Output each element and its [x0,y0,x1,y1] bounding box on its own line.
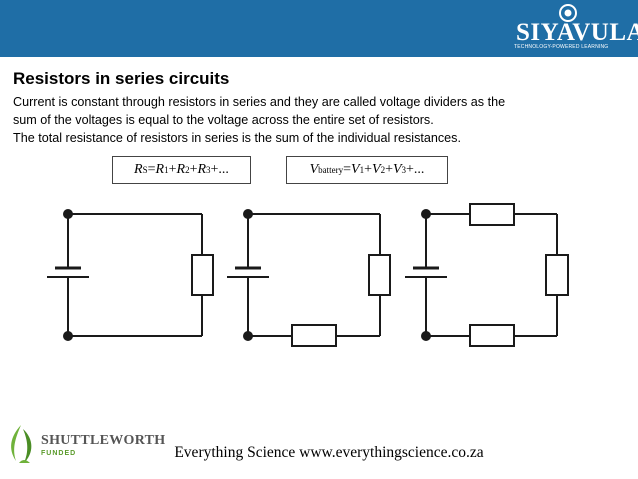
formula-operator: + [385,162,393,177]
formula-symbol: V [392,162,402,177]
resistor-icon [291,324,337,347]
formula-operator: +... [406,162,425,177]
formula-symbol: V [372,162,381,177]
formula-subscript: 1 [359,165,365,175]
body-line: The total resistance of resistors in ser… [13,131,461,145]
formula-symbol: V [351,162,360,177]
brand-logo[interactable]: SIYAVULA TECHNOLOGY-POWERED LEARNING [512,0,638,57]
series-circuit-diagrams [47,203,569,347]
siyavula-emblem-icon [559,4,577,22]
formula-subscript: 2 [380,165,386,175]
formula-subscript: S [142,165,148,175]
resistor-icon [368,254,391,296]
header-bar: SIYAVULA TECHNOLOGY-POWERED LEARNING [0,0,638,57]
formula-subscript: 3 [206,165,211,175]
page-title: Resistors in series circuits [13,69,230,88]
formula-subscript: 3 [401,165,407,175]
formula-operator: + [189,162,198,177]
sponsor-logo[interactable]: SHUTTLEWORTH FUNDED [4,423,166,468]
formula-symbol: V [309,162,319,177]
formula-operator: + [364,162,372,177]
circuit-two-resistors [227,209,391,347]
circuit-one-resistor [47,209,214,341]
formula-symbol: R [134,162,143,177]
circuit-three-resistors [405,203,569,347]
formula-subscript: 1 [164,165,169,175]
resistor-icon [191,254,214,296]
formula-operator: +... [210,162,229,177]
sponsor-subtitle: FUNDED [41,450,77,457]
resistor-icon [469,324,515,347]
formula-subscript: 2 [185,165,190,175]
formula-operator: + [168,162,177,177]
formula-operator: = [343,162,352,177]
resistor-icon [545,254,569,296]
body-line: Current is constant through resistors in… [13,95,506,109]
formula-symbol: R [155,162,165,177]
resistor-icon [469,203,515,226]
body-text: Current is constant through resistors in… [13,93,613,147]
sponsor-name: SHUTTLEWORTH [41,433,166,448]
formula-symbol: R [197,162,207,177]
body-line: sum of the voltages is equal to the volt… [13,113,434,127]
brand-name: SIYAVULA [516,19,638,46]
brand-tagline: TECHNOLOGY-POWERED LEARNING [514,44,609,50]
formula-operator: = [147,162,156,177]
formula-subscript: battery [318,165,344,175]
formula-symbol: R [176,162,186,177]
shuttleworth-leaf-icon [11,425,32,463]
footer-text: Everything Science www.everythingscience… [174,444,484,461]
